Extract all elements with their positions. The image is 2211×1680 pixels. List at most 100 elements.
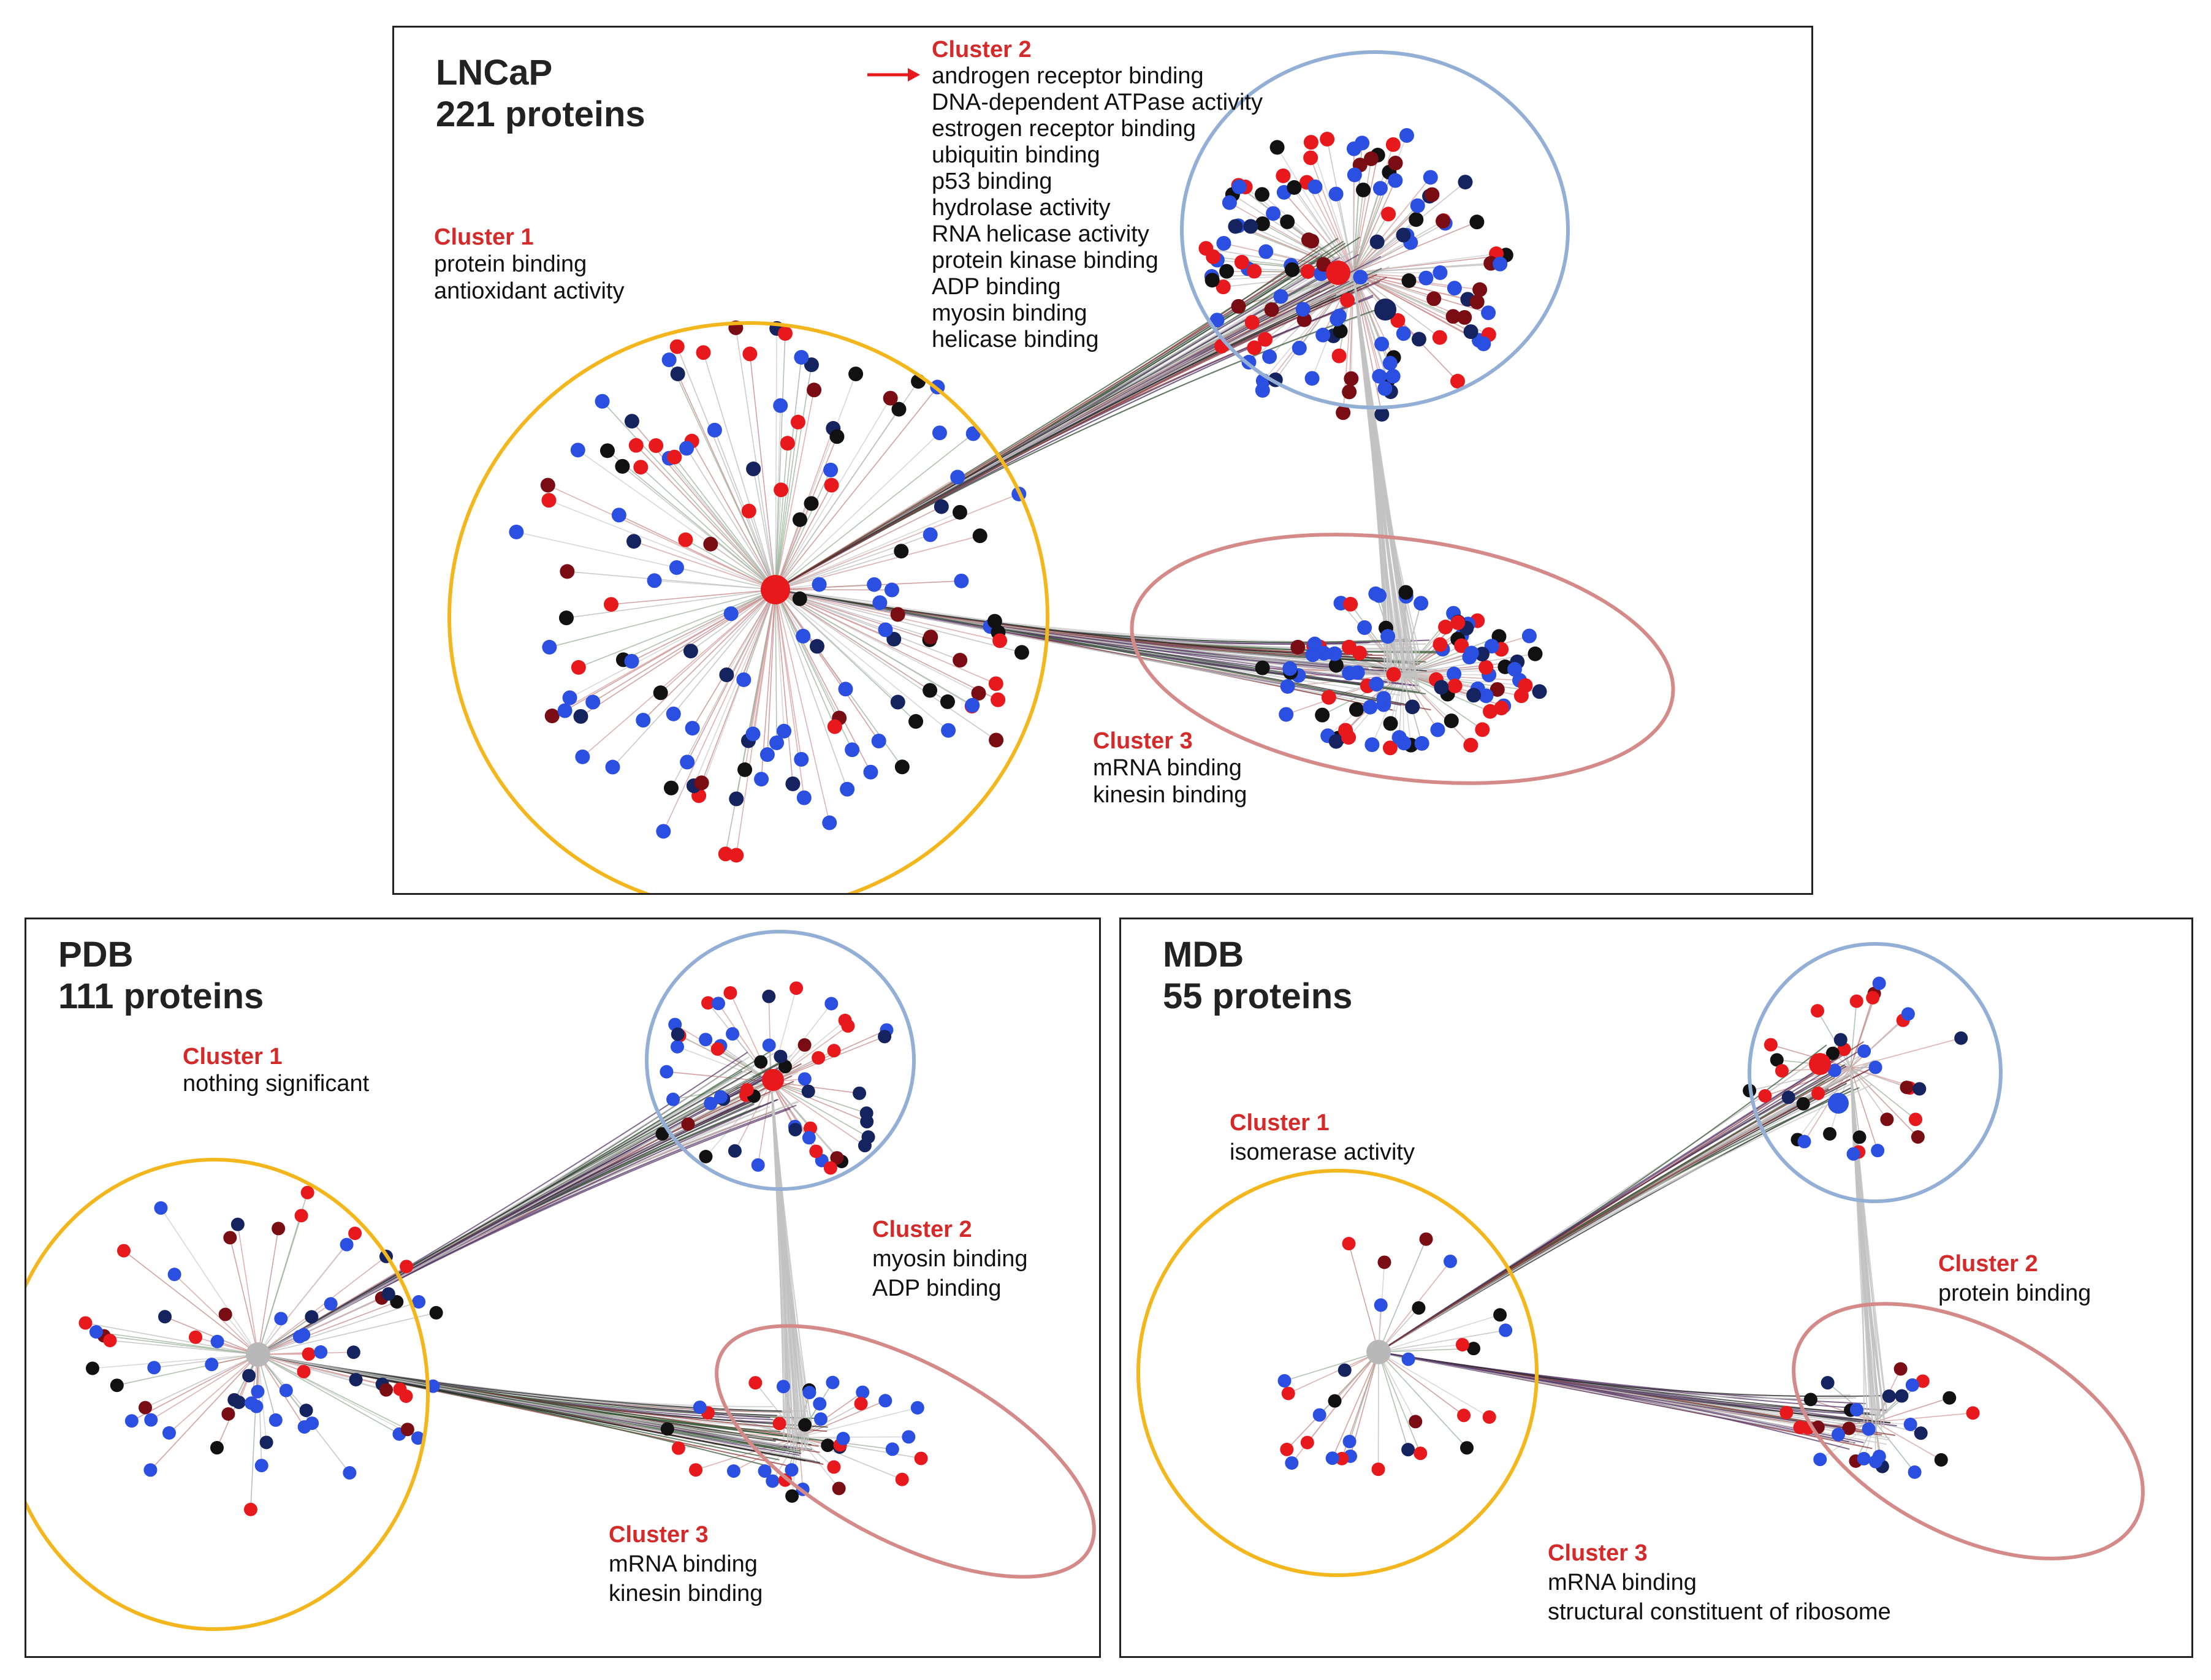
protein-node <box>599 443 615 458</box>
network-edge <box>691 589 776 729</box>
protein-node <box>429 1306 443 1320</box>
network-edge <box>549 500 776 590</box>
protein-node <box>1430 722 1445 737</box>
cluster-ring <box>1748 942 2003 1203</box>
edges <box>1284 983 1973 1473</box>
protein-node <box>797 1072 812 1086</box>
protein-node <box>1401 1352 1415 1366</box>
protein-node <box>1454 638 1469 653</box>
network-edge <box>92 1354 259 1369</box>
protein-node <box>1312 1408 1326 1422</box>
network-edge <box>160 1207 259 1355</box>
network-bundle-edge <box>257 1070 753 1355</box>
network-bundle-edge <box>257 1354 812 1451</box>
mdb-count: 55 proteins <box>1163 976 1353 1016</box>
protein-node <box>1331 348 1347 363</box>
network-edge <box>549 589 776 648</box>
protein-node <box>655 1127 669 1141</box>
network-edge <box>775 589 831 823</box>
network-edge <box>775 433 974 590</box>
protein-node <box>1934 1453 1948 1467</box>
protein-node <box>785 1489 799 1503</box>
protein-node <box>953 653 968 668</box>
network-edge <box>775 422 799 590</box>
network-edge <box>257 1301 419 1355</box>
network-edge <box>673 589 776 715</box>
protein-node <box>1832 1427 1846 1442</box>
cluster-term: antioxidant activity <box>434 278 625 304</box>
network-edge <box>257 1354 267 1443</box>
network-edge <box>718 1003 772 1082</box>
protein-node <box>1914 1426 1928 1440</box>
protein-node <box>268 1413 283 1427</box>
protein-node <box>1758 1089 1772 1103</box>
network-edge <box>123 1250 259 1355</box>
protein-node <box>1262 349 1277 364</box>
network-edge <box>691 441 776 590</box>
protein-node <box>1398 585 1414 600</box>
protein-node <box>1295 302 1311 317</box>
protein-node <box>1372 181 1388 196</box>
cluster-term: estrogen receptor binding <box>932 116 1196 142</box>
hub-node <box>1809 1053 1831 1075</box>
protein-node <box>103 1334 117 1348</box>
protein-node <box>1493 1308 1507 1322</box>
protein-node <box>1411 332 1426 347</box>
protein-node <box>1222 195 1237 210</box>
network-edge <box>578 589 776 668</box>
protein-node <box>1476 336 1491 351</box>
protein-node <box>890 694 905 710</box>
network-edge <box>1314 186 1354 273</box>
protein-node <box>1414 735 1429 751</box>
protein-node <box>1418 270 1434 286</box>
arrow-icon <box>867 68 920 82</box>
protein-node <box>1912 1082 1927 1096</box>
network-edge <box>771 1029 887 1082</box>
network-edge <box>676 346 776 590</box>
network-bundle-edge <box>771 1081 800 1437</box>
network-edge <box>164 1316 259 1355</box>
protein-node <box>759 747 775 762</box>
protein-node <box>878 1030 892 1044</box>
protein-node <box>1433 265 1448 280</box>
protein-node <box>1315 707 1330 723</box>
hub-node <box>1366 1340 1391 1364</box>
network-edge <box>592 589 776 703</box>
network-edge <box>1348 1243 1379 1353</box>
protein-node <box>704 1097 718 1111</box>
hub-node <box>1828 1093 1849 1114</box>
network-edge <box>775 512 961 590</box>
mdb-title: MDB 55 proteins <box>1163 934 1352 1017</box>
protein-node <box>671 1027 685 1041</box>
protein-node <box>699 1033 713 1047</box>
protein-node <box>1472 282 1488 297</box>
protein-node <box>1770 1053 1784 1067</box>
protein-node <box>1450 615 1466 630</box>
protein-node <box>1204 273 1220 288</box>
network-bundle-edge <box>257 1103 755 1355</box>
protein-node <box>343 1466 357 1480</box>
protein-node <box>1435 213 1450 229</box>
protein-node <box>573 709 588 724</box>
protein-node <box>1871 1144 1885 1158</box>
protein-node <box>1280 214 1295 229</box>
protein-node <box>1474 647 1490 662</box>
protein-node <box>1385 368 1401 384</box>
cluster-name: Cluster 2 <box>932 37 1032 63</box>
protein-node <box>379 1383 394 1397</box>
protein-node <box>1797 1135 1811 1149</box>
protein-node <box>699 1149 713 1163</box>
protein-node <box>778 1060 792 1074</box>
protein-node <box>1425 187 1440 202</box>
protein-node <box>346 1345 360 1359</box>
protein-node <box>736 672 752 687</box>
cluster-term: structural constituent of ribosome <box>1548 1599 1891 1625</box>
network-edge <box>1353 272 1484 344</box>
protein-node <box>932 425 947 441</box>
protein-node <box>1414 596 1429 611</box>
network-edge <box>1353 158 1372 273</box>
hub-node <box>761 575 790 604</box>
protein-node <box>988 676 1003 691</box>
protein-node <box>1280 1442 1294 1456</box>
network-edge <box>547 484 776 590</box>
